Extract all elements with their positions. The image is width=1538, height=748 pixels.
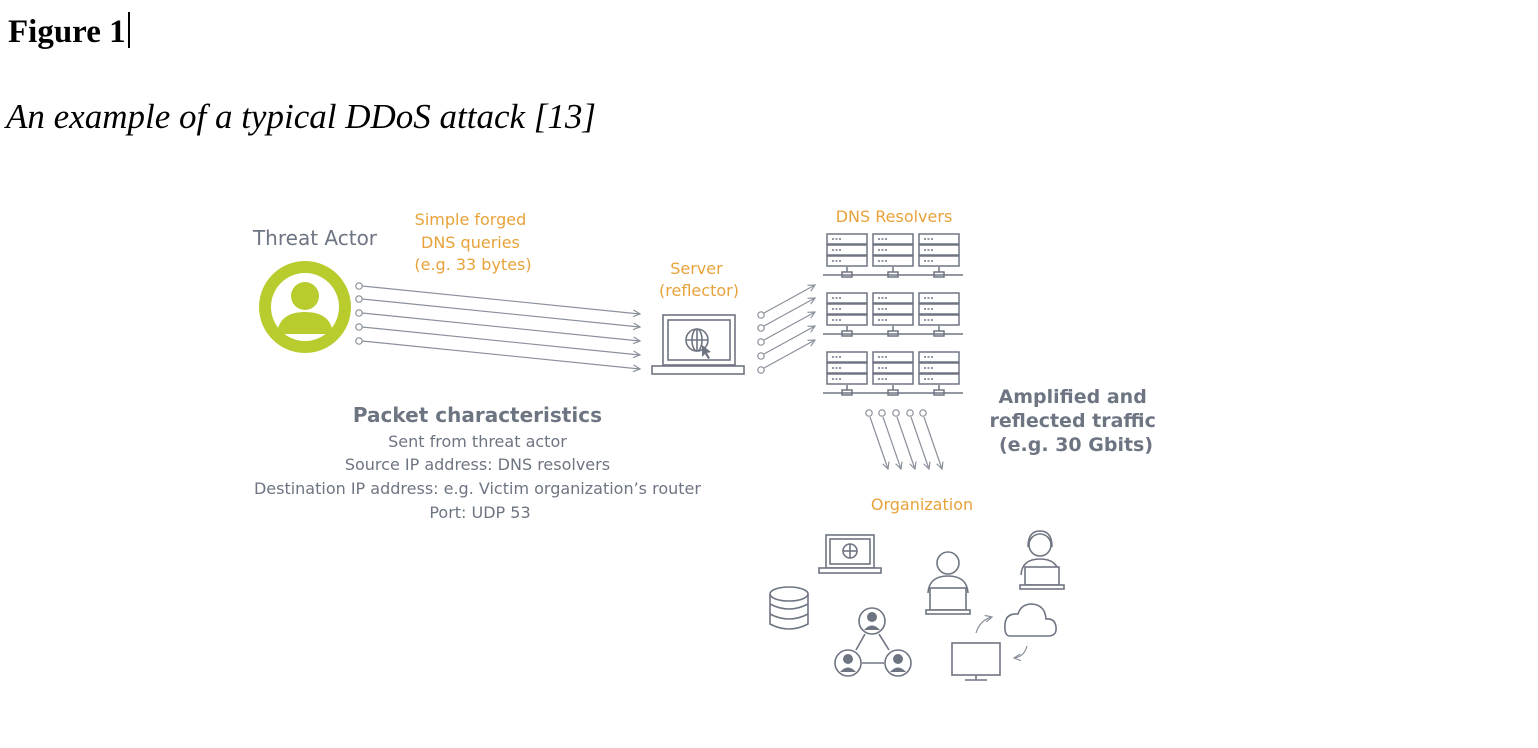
organization-icons — [769, 530, 1065, 681]
amplified-line-2: reflected traffic — [989, 410, 1155, 432]
cloud-icon — [1004, 603, 1057, 637]
server-rack-icon — [918, 351, 960, 396]
server-rack-icon — [918, 233, 960, 278]
packet-line-4: Port: UDP 53 — [429, 503, 530, 522]
server-label-line-1: Server — [670, 259, 723, 278]
figure-heading-text: Figure 1 — [8, 14, 126, 50]
server-rack-icon — [826, 233, 868, 278]
organization-label: Organization — [871, 495, 973, 514]
server-rack-icon — [826, 351, 868, 396]
server-rack-row — [823, 292, 963, 337]
user-laptop-headset-icon — [1019, 530, 1065, 590]
forged-query-arrows — [355, 282, 640, 369]
server-rack-row — [823, 233, 963, 278]
packet-line-3: Destination IP address: e.g. Victim orga… — [254, 479, 701, 498]
server-label: Server (reflector) — [659, 259, 739, 300]
amplified-arrows — [865, 409, 942, 469]
figure-heading: Figure 1 — [8, 12, 130, 52]
server-rack-icon — [872, 233, 914, 278]
packet-line-1: Sent from threat actor — [388, 432, 567, 451]
amplified-line-1: Amplified and — [999, 386, 1147, 408]
reflector-arrows — [757, 285, 815, 374]
server-rack-icon — [872, 351, 914, 396]
server-rack-icon — [872, 292, 914, 337]
dns-resolvers-label: DNS Resolvers — [836, 207, 953, 226]
server-rack-icon — [918, 292, 960, 337]
amplified-traffic-label: Amplified and reflected traffic (e.g. 30… — [989, 386, 1162, 456]
threat-actor-label: Threat Actor — [252, 226, 378, 250]
forged-queries-label: Simple forged DNS queries (e.g. 33 bytes… — [414, 210, 531, 274]
laptop-globe-icon — [818, 534, 882, 574]
figure-caption: An example of a typical DDoS attack [13] — [6, 97, 597, 136]
dns-resolver-racks — [823, 233, 963, 396]
text-cursor — [127, 12, 130, 48]
user-laptop-icon — [925, 551, 971, 615]
packet-title: Packet characteristics — [353, 403, 602, 427]
forged-queries-line-3: (e.g. 33 bytes) — [414, 255, 531, 274]
server-label-line-2: (reflector) — [659, 281, 739, 300]
server-rack-row — [823, 351, 963, 396]
server-rack-icon — [826, 292, 868, 337]
threat-actor-user-icon — [259, 261, 351, 353]
packet-line-2: Source IP address: DNS resolvers — [345, 455, 610, 474]
forged-queries-line-2: DNS queries — [421, 233, 520, 252]
amplified-line-3: (e.g. 30 Gbits) — [999, 434, 1153, 456]
network-users-icon — [834, 607, 912, 677]
server-laptop-globe-icon — [651, 314, 745, 375]
sync-arrows-icon — [975, 617, 1028, 658]
packet-characteristics: Packet characteristics Sent from threat … — [254, 403, 706, 522]
forged-queries-line-1: Simple forged — [415, 210, 527, 229]
database-icon — [769, 586, 809, 630]
monitor-icon — [951, 642, 1001, 681]
